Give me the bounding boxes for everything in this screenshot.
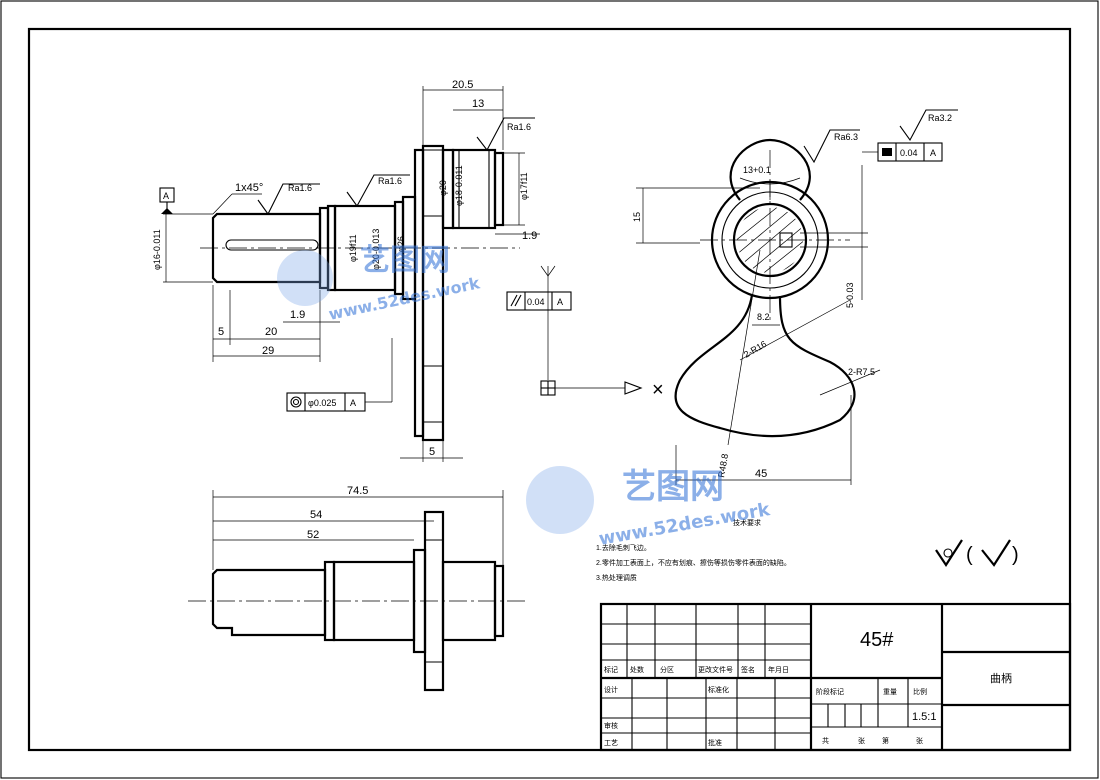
watermark-2: 艺图网 www.52des.work <box>526 466 772 550</box>
dim-13-top: 13 <box>472 98 484 110</box>
material: 45# <box>860 629 894 651</box>
parallel-tolerance-frame: 0.04 A <box>506 265 572 380</box>
finish-paren-open: ( <box>966 544 973 566</box>
dim-8-2: 8.2 <box>757 312 770 322</box>
concentric-value: φ0.025 <box>308 398 336 408</box>
label-scale: 比例 <box>913 687 927 696</box>
top-view-dimensions: 74.5 54 52 <box>212 485 504 570</box>
finish-paren-close: ) <box>1012 544 1019 566</box>
cross-mark: × <box>652 379 664 401</box>
label-zone: 分区 <box>660 665 674 674</box>
datum-a: A <box>159 187 175 214</box>
watermark-brand-1: 艺图网 <box>360 243 450 278</box>
concentricity-frame: φ0.025 A <box>286 338 393 412</box>
front-view-dimensions: 20.5 13 1.9 5 20 29 1.9 5 φ16-0.011 φ19f… <box>152 79 540 462</box>
label-date: 年月日 <box>768 665 789 674</box>
dim-1-9-left: 1.9 <box>290 309 305 321</box>
concentric-ref: A <box>350 398 356 408</box>
tech-item-3: 3.热处理调质 <box>596 573 637 582</box>
dim-5-left: 5 <box>218 326 224 338</box>
dim-1-9-right: 1.9 <box>522 230 537 242</box>
datum-a-label: A <box>163 191 169 201</box>
dim-chamfer: 1x45° <box>235 182 263 194</box>
roughness-ra32: Ra3.2 <box>928 113 952 123</box>
dim-54: 54 <box>310 509 322 521</box>
label-change-doc: 更改文件号 <box>698 665 733 674</box>
parallel-ref: A <box>557 297 563 307</box>
front-view-shaft <box>200 144 520 442</box>
dim-20-5: 20.5 <box>452 79 473 91</box>
label-no: 第 <box>882 736 889 745</box>
scale-value: 1.5:1 <box>912 711 936 723</box>
section-view-marker <box>540 380 643 396</box>
dim-phi20a: φ20-0.013 <box>371 229 381 270</box>
label-design: 设计 <box>604 685 618 694</box>
dim-20-left: 20 <box>265 326 277 338</box>
dim-phi26: φ26 <box>396 236 406 252</box>
label-mark: 标记 <box>604 665 618 674</box>
label-sheet-2: 张 <box>916 736 923 745</box>
drawing-frame <box>27 27 1072 752</box>
dim-phi16: φ16-0.011 <box>152 229 162 270</box>
label-count: 处数 <box>630 665 644 674</box>
finish-symbol: ( ) <box>935 539 1019 568</box>
dim-phi19: φ19f11 <box>348 234 358 262</box>
symmetry-tolerance-frame: 0.04 A <box>862 142 943 162</box>
roughness-ra16-c: Ra1.6 <box>507 122 531 132</box>
side-view-crank <box>674 138 856 438</box>
dim-r75: 2-R7.5 <box>848 367 875 377</box>
symmetry-ref: A <box>930 148 936 158</box>
label-craft: 工艺 <box>604 739 618 747</box>
side-view-dimensions: 15 13+0.1 45 8.2 5-0.03 2-R16 2-R7.5 R48… <box>632 165 881 485</box>
label-review: 审核 <box>604 721 618 730</box>
tech-item-2: 2.零件加工表面上，不应有划痕、擦伤等损伤零件表面的缺陷。 <box>596 558 791 567</box>
top-view-shaft <box>188 510 525 692</box>
dim-74-5: 74.5 <box>347 485 368 497</box>
dim-5-003: 5-0.03 <box>845 282 855 308</box>
label-sign: 签名 <box>741 665 755 674</box>
dim-r48: R48.8 <box>716 453 730 478</box>
roughness-symbols: Ra1.6 Ra1.6 Ra1.6 Ra6.3 Ra3.2 <box>257 109 958 216</box>
dim-13-tol: 13+0.1 <box>743 165 771 175</box>
part-name: 曲柄 <box>990 672 1012 685</box>
roughness-ra63: Ra6.3 <box>834 132 858 142</box>
label-weight: 重量 <box>883 688 897 696</box>
roughness-ra16-a: Ra1.6 <box>288 183 312 193</box>
dim-52: 52 <box>307 529 319 541</box>
tech-heading: 技术要求 <box>733 518 761 527</box>
parallel-value: 0.04 <box>527 297 545 307</box>
roughness-ra16-b: Ra1.6 <box>378 176 402 186</box>
dim-phi18: φ18-0.011 <box>454 165 464 206</box>
title-block: 45# 曲柄 1.5:1 标记 处数 分区 更改文件号 签名 年月日 设计 标准… <box>599 602 1072 752</box>
watermark-url-1: www.52des.work <box>327 273 482 324</box>
label-total: 共 <box>822 736 829 745</box>
watermark-1: 艺图网 www.52des.work <box>277 243 482 324</box>
label-approve: 批准 <box>708 738 722 747</box>
technical-requirements: 技术要求 1.去除毛刺飞边。 2.零件加工表面上，不应有划痕、擦伤等损伤零件表面… <box>596 518 791 582</box>
watermark-brand-2: 艺图网 <box>622 467 724 507</box>
tech-item-1: 1.去除毛刺飞边。 <box>596 543 651 552</box>
dim-5-bottom: 5 <box>429 446 435 458</box>
dim-45: 45 <box>755 468 767 480</box>
dim-phi20b: φ20 <box>438 180 448 196</box>
label-sheet: 张 <box>858 736 865 745</box>
dim-15: 15 <box>632 212 642 222</box>
dim-29: 29 <box>262 345 274 357</box>
symmetry-value: 0.04 <box>900 148 918 158</box>
label-stage: 阶段标记 <box>816 687 844 696</box>
label-standardize: 标准化 <box>708 685 729 694</box>
dim-phi17: φ17f11 <box>519 172 529 200</box>
